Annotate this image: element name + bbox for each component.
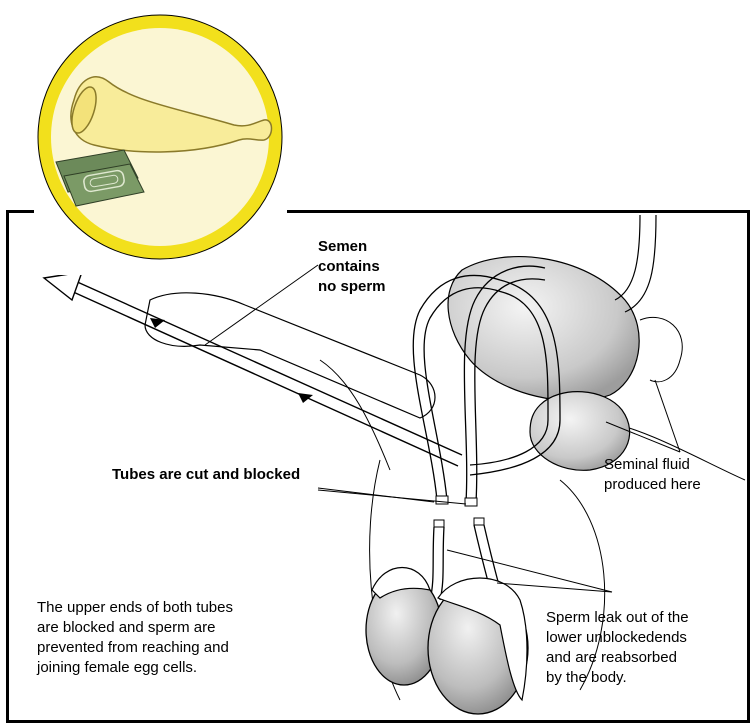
pointer-semen [205, 265, 318, 345]
condom-badge-backdrop [34, 10, 287, 275]
semen-flow-arrowhead [44, 272, 82, 300]
cut-end-right-lower [474, 518, 484, 525]
urethra-tube-lower [60, 286, 458, 466]
lower-tube-left [430, 527, 444, 600]
label-upper-ends-blocked: The upper ends of both tubes are blocked… [37, 598, 233, 678]
cut-end-left-lower [434, 520, 444, 527]
label-seminal-fluid: Seminal fluid produced here [604, 455, 701, 495]
cut-end-right-upper [465, 498, 477, 506]
pointer-fluid-1 [655, 380, 680, 452]
vesicle-right-edge [640, 317, 682, 381]
urethra-tube-upper [64, 276, 462, 455]
label-tubes-cut: Tubes are cut and blocked [112, 465, 300, 485]
label-sperm-leak: Sperm leak out of the lower unblockedend… [546, 608, 689, 688]
penis-outline [145, 293, 435, 418]
flow-marker-2 [298, 393, 313, 403]
condom-badge [34, 10, 287, 275]
cut-end-left-upper [436, 496, 448, 504]
seminal-vesicle [448, 257, 639, 401]
label-semen-no-sperm: Semen contains no sperm [318, 237, 386, 297]
flow-marker-1 [150, 318, 165, 328]
